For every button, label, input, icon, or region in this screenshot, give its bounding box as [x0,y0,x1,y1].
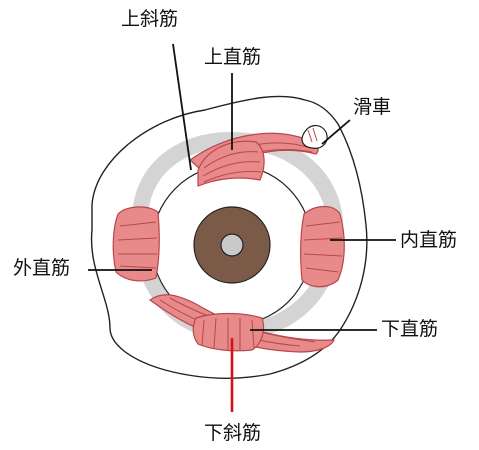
label-superior-rectus: 上直筋 [204,48,261,67]
label-inferior-rectus: 下直筋 [381,320,438,339]
label-trochlea: 滑車 [353,98,391,117]
label-superior-oblique: 上斜筋 [121,10,178,29]
medial-rectus-muscle [301,207,345,287]
pupil [221,234,243,256]
label-inferior-oblique: 下斜筋 [204,424,261,443]
label-lateral-rectus: 外直筋 [13,259,70,278]
label-medial-rectus: 内直筋 [400,231,457,250]
